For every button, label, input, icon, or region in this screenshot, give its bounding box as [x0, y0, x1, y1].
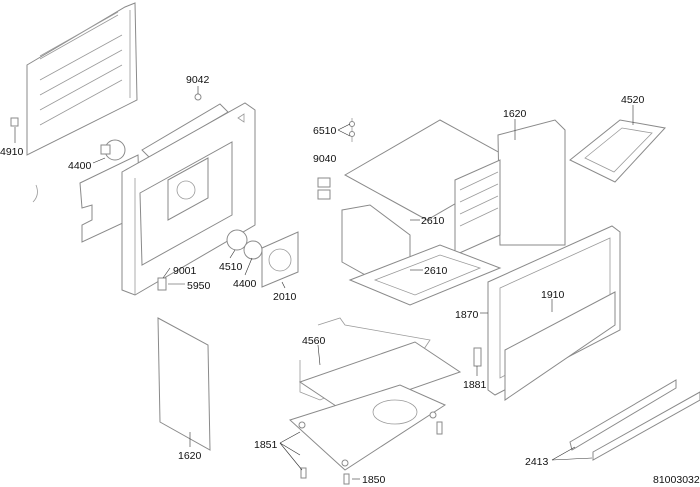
- part-foot: [436, 421, 443, 435]
- label-1881: 1881: [463, 379, 487, 391]
- label-1620-bottom: 1620: [178, 450, 202, 462]
- label-4520: 4520: [621, 94, 645, 106]
- leader-lines: [14, 86, 634, 480]
- label-1620-right: 1620: [503, 108, 527, 120]
- part-1881: [473, 347, 482, 367]
- label-5950: 5950: [187, 280, 211, 292]
- part-4400-fan: [243, 240, 263, 260]
- part-4400-fan-motor: [100, 139, 126, 161]
- part-1870-door: [487, 225, 621, 401]
- part-1850: [343, 473, 350, 485]
- part-1851: [300, 467, 307, 479]
- part-tray: [298, 341, 462, 413]
- part-oven-cavity: [341, 204, 502, 306]
- label-4910: 4910: [0, 146, 24, 158]
- diagram-id: 81003032: [653, 474, 700, 486]
- part-9042: [194, 93, 202, 101]
- label-4510: 4510: [219, 261, 243, 273]
- label-2610-b: 2610: [424, 265, 448, 277]
- part-4510: [226, 229, 248, 251]
- part-2413-rails: [569, 379, 700, 461]
- label-9040: 9040: [313, 153, 337, 165]
- label-4400-fan: 4400: [233, 278, 257, 290]
- label-2010: 2010: [273, 291, 297, 303]
- part-4560-element: [299, 317, 431, 401]
- part-9001-5950: [157, 277, 167, 291]
- part-1620-right-side: [454, 119, 566, 256]
- part-1620-side-panel: [157, 317, 211, 451]
- label-9001: 9001: [173, 265, 197, 277]
- label-1850: 1850: [362, 474, 386, 486]
- label-4560: 4560: [302, 335, 326, 347]
- label-9042: 9042: [186, 74, 210, 86]
- part-9040: [317, 177, 331, 200]
- part-2010-grille: [261, 231, 299, 288]
- part-4520-grill: [569, 119, 666, 183]
- label-1851: 1851: [254, 439, 278, 451]
- part-back-panel: [26, 2, 138, 156]
- part-oven-frame: [121, 102, 256, 296]
- part-clip: [32, 184, 38, 203]
- part-6510: [349, 118, 355, 142]
- label-1870: 1870: [455, 309, 479, 321]
- label-1910: 1910: [541, 289, 565, 301]
- label-4400-motor: 4400: [68, 160, 92, 172]
- label-6510: 6510: [313, 125, 337, 137]
- label-2413: 2413: [525, 456, 549, 468]
- part-base-plate: [289, 384, 447, 471]
- label-2610-a: 2610: [421, 215, 445, 227]
- part-4910: [10, 117, 19, 127]
